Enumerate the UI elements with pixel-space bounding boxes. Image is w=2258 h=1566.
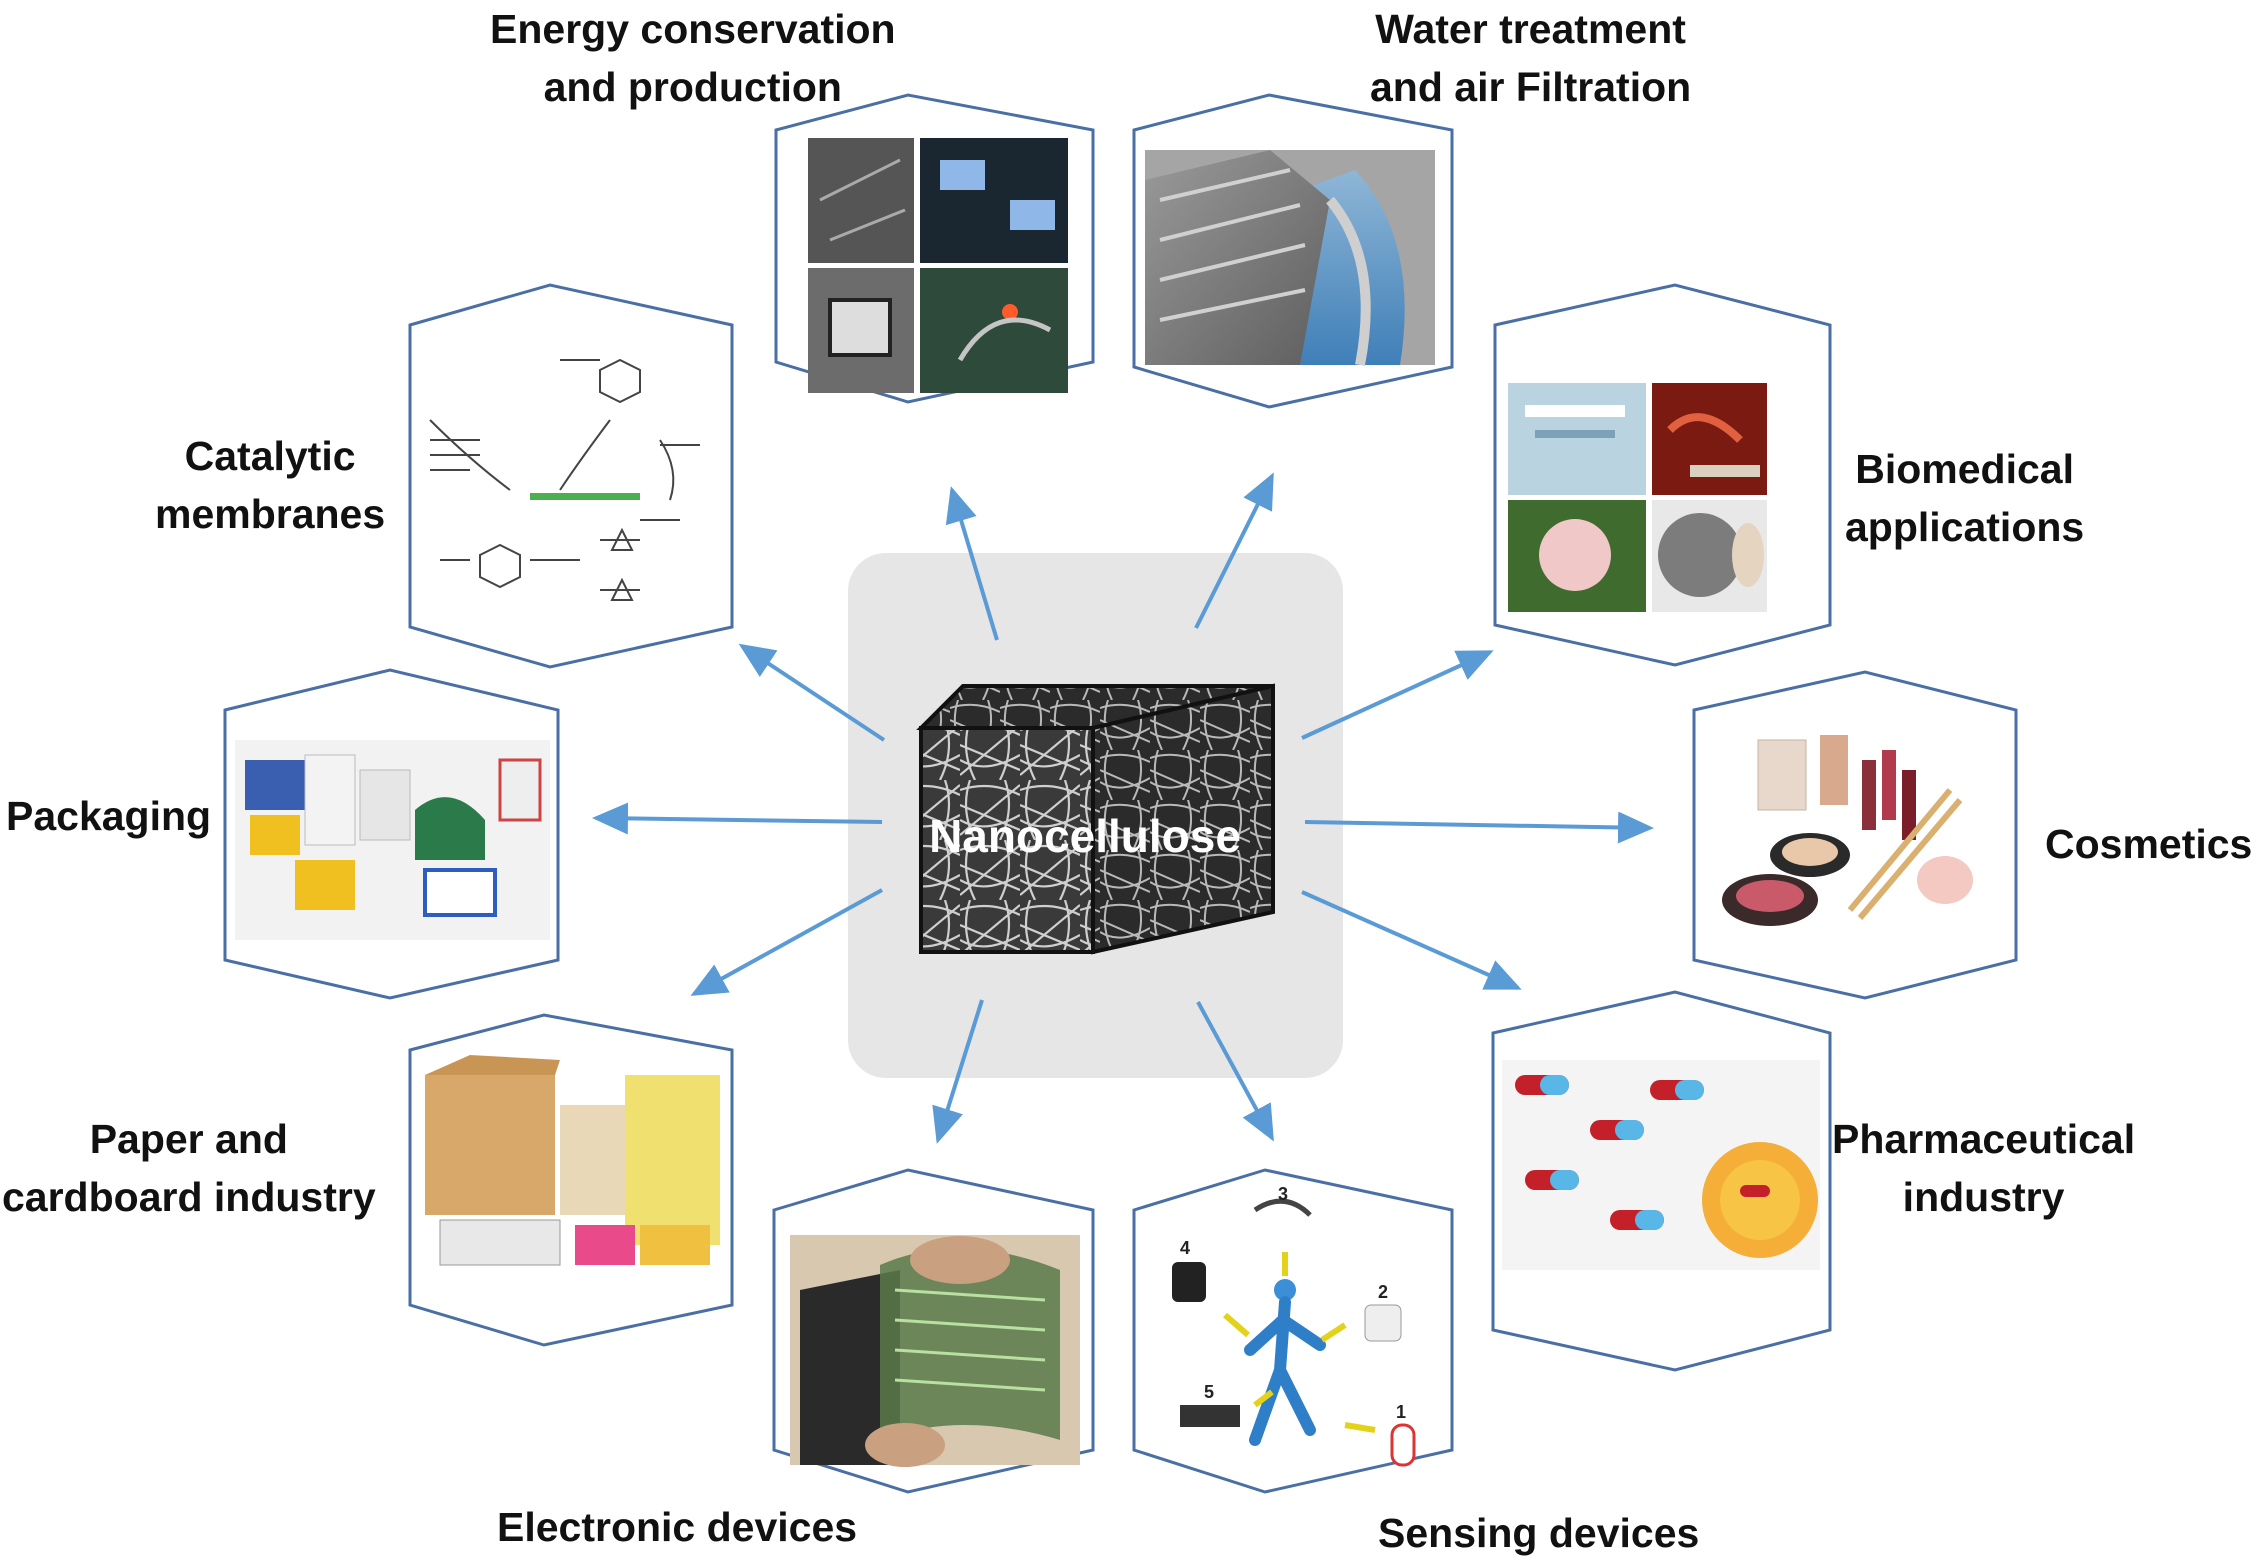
label-paper-line1: Paper and	[89, 1116, 288, 1162]
sensor-number-5: 5	[1204, 1382, 1214, 1402]
label-packaging-line1: Packaging	[6, 793, 212, 839]
arrow-sensing	[1196, 1001, 1274, 1142]
hex-packaging	[223, 668, 560, 1000]
hex-energy	[774, 93, 1095, 404]
cardboard-boxes-icon	[425, 1055, 720, 1266]
arrow-pharma	[1301, 890, 1522, 990]
label-paper: Paper and cardboard industry	[2, 1110, 376, 1226]
hex-paper	[408, 1013, 734, 1347]
arrow-catalytic	[738, 643, 886, 742]
label-catalytic-line2: membranes	[155, 491, 386, 537]
label-sensing: Sensing devices	[1378, 1504, 1699, 1562]
arrow-biomedical	[1301, 650, 1494, 740]
label-water-line1: Water treatment	[1375, 6, 1686, 52]
capsules-icon	[1502, 1060, 1820, 1270]
arrow-electronic	[932, 999, 984, 1144]
arrow-water	[1194, 472, 1274, 629]
chemical-scheme-icon	[429, 358, 700, 601]
label-biomedical-line1: Biomedical	[1855, 446, 2074, 492]
label-pharma: Pharmaceutical industry	[1832, 1110, 2135, 1226]
label-water: Water treatment and air Filtration	[1370, 0, 1691, 116]
hex-sensing: 1 2 3 4 5	[1132, 1168, 1454, 1494]
label-cosmetics: Cosmetics	[2045, 815, 2252, 873]
label-catalytic-line1: Catalytic	[184, 433, 356, 479]
hex-catalytic	[408, 283, 734, 669]
filter-membrane-icon	[1145, 150, 1435, 366]
label-pharma-line2: industry	[1902, 1174, 2065, 1220]
flexible-display-icon	[790, 1235, 1080, 1467]
label-energy-line1: Energy conservation	[490, 6, 896, 52]
label-biomedical-line2: applications	[1845, 504, 2085, 550]
label-electronic-line1: Electronic devices	[497, 1504, 858, 1550]
label-sensing-line1: Sensing devices	[1378, 1510, 1700, 1556]
label-energy: Energy conservation and production	[490, 0, 896, 116]
solar-device-collage-icon	[808, 138, 1068, 393]
label-biomedical: Biomedical applications	[1845, 440, 2084, 556]
nanocellulose-cube: Nanocellulose	[916, 683, 1275, 955]
makeup-set-icon	[1722, 735, 1973, 926]
label-cosmetics-line1: Cosmetics	[2045, 821, 2253, 867]
hex-biomedical	[1493, 283, 1832, 667]
label-water-line2: and air Filtration	[1370, 64, 1692, 110]
label-energy-line2: and production	[543, 64, 842, 110]
wearable-sensors-icon: 1 2 3 4 5	[1172, 1184, 1416, 1467]
arrow-energy	[945, 486, 999, 641]
package-boxes-icon	[235, 740, 550, 940]
arrows	[592, 472, 1654, 1144]
label-electronic: Electronic devices	[497, 1498, 857, 1556]
hex-water	[1132, 93, 1454, 409]
tissue-scaffolds-icon	[1508, 383, 1767, 612]
sensor-number-1: 1	[1396, 1402, 1406, 1422]
arrow-cosmetics	[1304, 811, 1654, 844]
label-paper-line2: cardboard industry	[2, 1174, 376, 1220]
center-label: Nanocellulose	[929, 810, 1241, 862]
arrow-paper	[690, 888, 883, 996]
sensor-number-3: 3	[1278, 1184, 1288, 1204]
label-packaging: Packaging	[6, 787, 211, 845]
hex-pharma	[1491, 990, 1832, 1372]
arrow-packaging	[592, 802, 883, 835]
sensor-number-2: 2	[1378, 1282, 1388, 1302]
label-pharma-line1: Pharmaceutical	[1832, 1116, 2136, 1162]
hex-cosmetics	[1692, 670, 2018, 1000]
hex-electronic	[772, 1168, 1095, 1494]
label-catalytic: Catalytic membranes	[155, 427, 385, 543]
sensor-number-4: 4	[1180, 1238, 1190, 1258]
